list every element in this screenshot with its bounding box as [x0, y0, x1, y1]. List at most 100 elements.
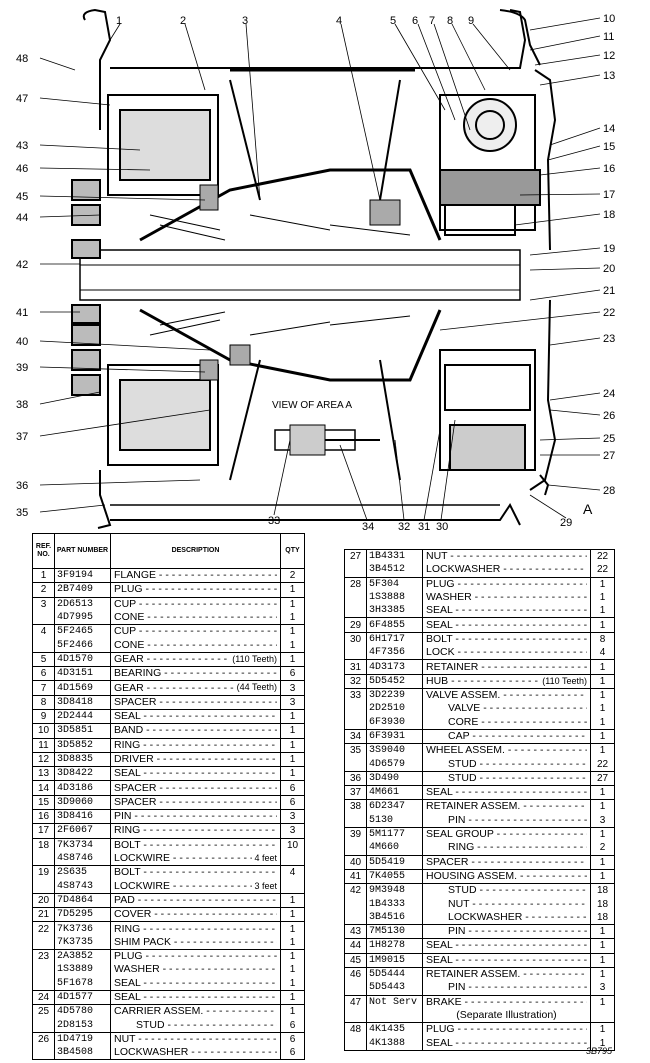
- description-cell: SEAL: [110, 989, 281, 1005]
- callout-1: 1: [116, 15, 122, 27]
- description-cell: WASHER: [110, 963, 281, 977]
- description-text: CORE: [426, 716, 587, 729]
- qty-cell: 3: [280, 823, 305, 839]
- description-text: BOLT: [114, 839, 277, 852]
- part-number-cell: 7K3736: [54, 921, 111, 936]
- qty-cell: 1: [590, 994, 615, 1009]
- part-number-cell: 2F6067: [54, 823, 111, 839]
- ref-no-cell: 4: [32, 624, 55, 639]
- qty-cell: 1: [590, 702, 615, 716]
- ref-no-cell: 19: [32, 865, 55, 880]
- qty-cell: 1: [280, 1004, 305, 1019]
- part-number-cell: 4D6579: [366, 757, 423, 772]
- table-row: 363D490STUD27: [344, 770, 615, 786]
- qty-cell: 1: [590, 1036, 615, 1051]
- description-text: SEAL: [114, 768, 277, 781]
- ref-no-cell: 42: [344, 883, 367, 898]
- description-cell: BRAKE: [422, 994, 591, 1009]
- part-number-cell: 5F1678: [54, 976, 111, 991]
- table-row: 296F4855SEAL1: [344, 617, 615, 633]
- description-cell: PAD: [110, 892, 281, 908]
- table-row: 4K1388SEAL1: [344, 1036, 615, 1051]
- callout-37: 37: [16, 431, 28, 443]
- description-cell: SEAL: [422, 617, 591, 633]
- part-number-cell: 3F9194: [54, 567, 111, 583]
- qty-cell: 1: [590, 868, 615, 884]
- description-text: RETAINER: [426, 661, 587, 674]
- description-cell: PIN: [110, 809, 281, 824]
- part-number-cell: 2A3852: [54, 949, 111, 964]
- description-text: LOCK: [426, 646, 587, 659]
- callout-16: 16: [603, 163, 615, 175]
- part-number-cell: 1M9015: [366, 952, 423, 968]
- table-row: 306H1717BOLT8: [344, 631, 615, 647]
- table-row: 5D5443PIN3: [344, 981, 615, 995]
- description-text: GEAR: [114, 653, 277, 666]
- ref-no-header: REF. NO.: [32, 533, 55, 569]
- table-row: 64D3151BEARING6: [32, 666, 305, 681]
- part-number-cell: 5D5452: [366, 673, 423, 689]
- table-row: 217D5295COVER1: [32, 907, 305, 922]
- ref-no-cell: 37: [344, 785, 367, 800]
- table-row: 3B4516LOCKWASHER18: [344, 910, 615, 925]
- table-row: 405D5419SPACER1: [344, 854, 615, 870]
- description-text: PIN: [426, 814, 587, 827]
- description-text: PIN: [114, 811, 277, 824]
- qty-cell: 22: [590, 549, 615, 564]
- description-cell: LOCKWIRE4 feet: [110, 851, 281, 866]
- qty-cell: 1: [280, 907, 305, 922]
- table-row: 83D8418SPACER3: [32, 694, 305, 710]
- part-number-cell: 3H3385: [366, 604, 423, 618]
- description-text: STUD: [426, 885, 587, 898]
- ref-no-cell: [344, 702, 367, 716]
- description-text: STUD: [114, 1019, 277, 1032]
- description-cell: LOCK: [422, 646, 591, 660]
- description-text: GEAR: [114, 682, 277, 695]
- callout-47: 47: [16, 93, 28, 105]
- description-cell: BEARING: [110, 666, 281, 681]
- description-text: RETAINER ASSEM.: [426, 968, 587, 981]
- callout-5: 5: [390, 15, 396, 27]
- description-text: SPACER: [114, 696, 277, 709]
- description-text: SEAL: [426, 619, 587, 632]
- description-text: LOCKWIRE: [114, 852, 277, 865]
- description-cell: SEAL: [110, 766, 281, 781]
- part-number-cell: 4D7995: [54, 610, 111, 625]
- qty-cell: 1: [590, 673, 615, 689]
- qty-cell: 1: [590, 617, 615, 633]
- ref-no-cell: 13: [32, 766, 55, 781]
- description-text: VALVE: [426, 702, 587, 715]
- description-text: PIN: [426, 981, 587, 994]
- description-cell: SHIM PACK: [110, 935, 281, 950]
- part-number-cell: 7D5295: [54, 907, 111, 922]
- description-cell: PIN: [422, 924, 591, 939]
- table-row: 133D8422SEAL1: [32, 766, 305, 781]
- description-text: RETAINER ASSEM.: [426, 801, 587, 814]
- ref-no-cell: 39: [344, 826, 367, 842]
- ref-no-cell: 30: [344, 631, 367, 647]
- ref-no-cell: 25: [32, 1004, 55, 1019]
- description-text: SEAL GROUP: [426, 828, 587, 841]
- ref-no-cell: 16: [32, 809, 55, 824]
- ref-no-cell: [32, 638, 55, 653]
- ref-no-cell: 15: [32, 794, 55, 810]
- ref-no-cell: [32, 963, 55, 977]
- description-cell: HOUSING ASSEM.: [422, 868, 591, 884]
- callout-6: 6: [412, 15, 418, 27]
- qty-cell: 2: [590, 841, 615, 856]
- part-number-cell: 3D5851: [54, 723, 111, 739]
- part-number-cell: 6F4855: [366, 617, 423, 633]
- qty-cell: 1: [590, 659, 615, 675]
- qty-cell: 3: [590, 813, 615, 828]
- description-text: HUB: [426, 675, 587, 688]
- description-cell: SPACER: [110, 694, 281, 710]
- qty-cell: 6: [280, 666, 305, 681]
- description-text: PAD: [114, 894, 277, 907]
- ref-no-cell: 28: [344, 576, 367, 591]
- part-number-cell: 7M5130: [366, 924, 423, 939]
- description-text: SPACER: [114, 796, 277, 809]
- qty-cell: 1: [590, 1022, 615, 1037]
- description-cell: STUD: [110, 1018, 281, 1033]
- part-number-cell: 4F7356: [366, 646, 423, 660]
